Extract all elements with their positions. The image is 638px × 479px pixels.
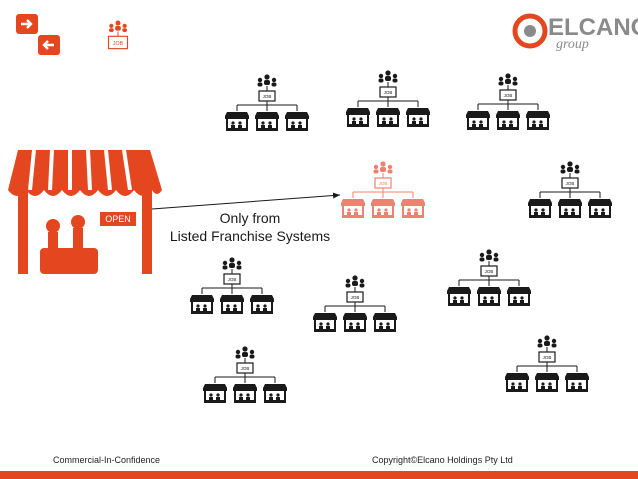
caption-line-2: Listed Franchise Systems	[169, 228, 331, 244]
franchise-network-icon	[203, 346, 287, 403]
pointer-arrow	[151, 192, 341, 210]
job-label: JOB	[113, 41, 124, 47]
logo-brand: ELCANO	[548, 14, 638, 41]
franchise-network-icon	[346, 70, 430, 127]
franchise-network-icon	[505, 335, 589, 392]
franchise-network-icon	[313, 275, 397, 332]
franchise-network-icon	[528, 161, 612, 218]
footer-confidentiality: Commercial-In-Confidence	[53, 455, 161, 465]
arrow-right-icon[interactable]	[16, 14, 38, 34]
franchise-network-icon	[225, 74, 309, 131]
logo-sub: group	[556, 37, 589, 52]
caption-line-1: Only from	[219, 210, 281, 226]
franchise-network-icon	[190, 257, 274, 314]
open-store-icon: OPEN	[8, 149, 162, 274]
franchise-network-highlight-icon	[341, 161, 425, 218]
franchise-network-icon	[466, 73, 550, 130]
arrow-left-icon[interactable]	[38, 35, 60, 55]
footer-bar	[0, 471, 638, 479]
franchise-network-icon	[447, 249, 531, 306]
elcano-globe-logo: ELCANO group	[512, 13, 638, 52]
job-org-icon: JOB	[107, 20, 129, 50]
footer-copyright: Copyright©Elcano Holdings Pty Ltd	[372, 455, 513, 465]
open-sign: OPEN	[105, 214, 131, 224]
caption: Only from Listed Franchise Systems	[150, 209, 350, 245]
